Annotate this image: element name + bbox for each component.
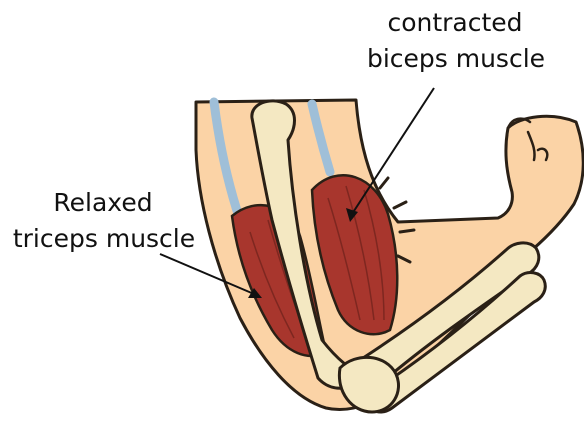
biceps-label-line2: biceps muscle [356,42,556,75]
biceps-label-line1: contracted [370,6,540,39]
triceps-label-line2: triceps muscle [4,222,204,255]
triceps-label-line1: Relaxed [38,186,168,219]
